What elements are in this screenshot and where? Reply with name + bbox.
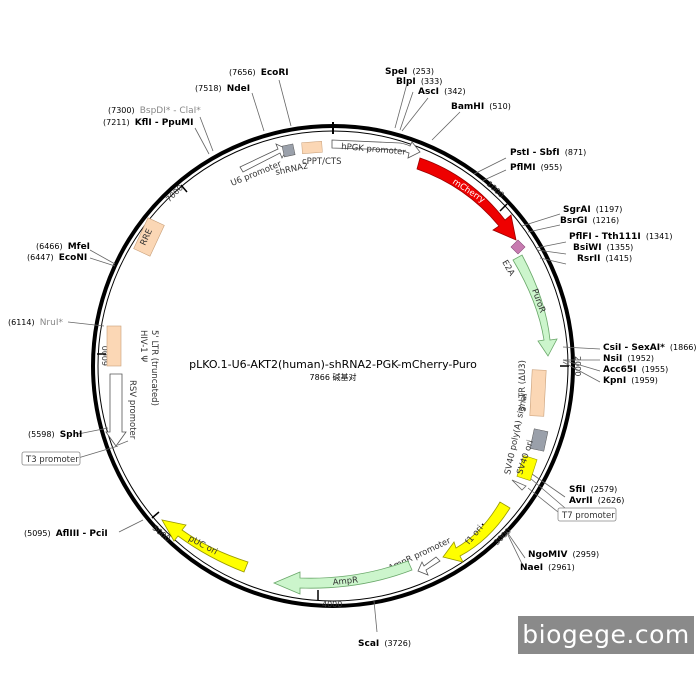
feature-cppt-cts[interactable]: cPPT/CTS	[301, 141, 342, 167]
feature-label: PuroR	[529, 288, 547, 315]
svg-text:ScaI (3726): ScaI (3726)	[358, 631, 411, 650]
feature-3ltr[interactable]: 3' LTR (ΔU3)	[518, 360, 547, 417]
feature-mcherry[interactable]: mCherry	[416, 157, 517, 241]
feature-label: AmpR	[332, 575, 358, 588]
feature-hiv1-psi: HIV-1 Ψ	[138, 330, 148, 362]
site-scai[interactable]: ScaI (3726)	[358, 631, 411, 650]
svg-text:PflMI (955): PflMI (955)	[510, 155, 562, 174]
site-bspdi-clai[interactable]: (7300) BspDI* - ClaI*	[108, 98, 201, 117]
svg-text:BlpI (333): BlpI (333)	[396, 69, 442, 88]
feature-ampr[interactable]: AmpR	[272, 560, 413, 595]
feature-label: cPPT/CTS	[302, 157, 342, 167]
site-pflfi-tth111i[interactable]: PflFI - Tth111I (1341)	[569, 224, 672, 243]
svg-text:NaeI (2961): NaeI (2961)	[520, 555, 575, 574]
primer-label: T7 promoter	[561, 511, 615, 521]
tick-label: 6000	[101, 346, 110, 366]
svg-text:KpnI (1959): KpnI (1959)	[603, 368, 658, 387]
site-ecori[interactable]: (7656) EcoRI	[229, 60, 289, 79]
site-nrui[interactable]: (6114) NruI*	[8, 310, 63, 329]
svg-text:(7211) KflI - PpuMI: (7211) KflI - PpuMI	[103, 110, 193, 129]
svg-text:AvrII (2626): AvrII (2626)	[569, 488, 624, 507]
scale-4000: 4000	[317, 590, 342, 609]
primer-label: T3 promoter	[25, 455, 79, 465]
scale-2000: 2000	[560, 356, 582, 376]
site-nsii[interactable]: NsiI (1952)	[603, 346, 654, 365]
svg-text:(6447) EcoNI: (6447) EcoNI	[27, 245, 87, 264]
svg-text:(7656) EcoRI: (7656) EcoRI	[229, 60, 289, 79]
svg-text:(6466) MfeI: (6466) MfeI	[36, 234, 90, 253]
svg-text:(5598) SphI: (5598) SphI	[28, 422, 82, 441]
site-bsiwi[interactable]: BsiWI (1355)	[573, 235, 633, 254]
site-kpni[interactable]: KpnI (1959)	[603, 368, 658, 387]
svg-text:(6114) NruI*: (6114) NruI*	[8, 310, 63, 329]
tick-label: 4000	[322, 600, 342, 609]
svg-text:RsrII (1415): RsrII (1415)	[577, 246, 632, 265]
svg-text:BsiWI (1355): BsiWI (1355)	[573, 235, 633, 254]
feature-label: 5' LTR (truncated)	[149, 330, 159, 406]
site-leaders	[67, 79, 601, 633]
site-pflmi[interactable]: PflMI (955)	[510, 155, 562, 174]
feature-label: 3' LTR (ΔU3)	[518, 360, 528, 412]
primer-t7-promoter[interactable]: T7 promoter	[511, 479, 617, 522]
svg-text:SgrAI (1197): SgrAI (1197)	[563, 197, 622, 216]
feature-rsv-promoter[interactable]: RSV promoter	[105, 373, 137, 447]
svg-text:CsiI - SexAI* (1866): CsiI - SexAI* (1866)	[603, 335, 697, 354]
site-blpi[interactable]: BlpI (333)	[396, 69, 442, 88]
svg-text:Acc65I (1955): Acc65I (1955)	[603, 357, 668, 376]
site-asci[interactable]: AscI (342)	[418, 79, 466, 98]
site-psti-sbfi[interactable]: PstI - SbfI (871)	[510, 140, 586, 159]
site-econi[interactable]: (6447) EcoNI	[27, 245, 87, 264]
scale-6000: 6000	[97, 346, 110, 366]
site-ndei[interactable]: (7518) NdeI	[195, 76, 250, 95]
watermark: biogege.com	[518, 616, 694, 654]
svg-text:SfiI (2579): SfiI (2579)	[569, 477, 617, 496]
feature-5ltr[interactable]: 5' LTR (truncated)	[106, 325, 159, 406]
site-mfei[interactable]: (6466) MfeI	[36, 234, 90, 253]
site-sfii[interactable]: SfiI (2579)	[569, 477, 617, 496]
tick-label: 2000	[573, 356, 582, 376]
site-bsrgi[interactable]: BsrGI (1216)	[560, 208, 619, 227]
svg-text:PstI - SbfI (871): PstI - SbfI (871)	[510, 140, 586, 159]
site-afliii-pcii[interactable]: (5095) AflIII - PciI	[24, 521, 108, 540]
svg-text:PflFI - Tth111I (1341): PflFI - Tth111I (1341)	[569, 224, 672, 243]
site-spei[interactable]: SpeI (253)	[385, 59, 434, 78]
site-acc65i[interactable]: Acc65I (1955)	[603, 357, 668, 376]
feature-rre[interactable]: RRE	[133, 217, 165, 257]
site-kfli-ppumi[interactable]: (7211) KflI - PpuMI	[103, 110, 193, 129]
site-naei[interactable]: NaeI (2961)	[520, 555, 575, 574]
svg-text:NsiI (1952): NsiI (1952)	[603, 346, 654, 365]
scale-7000: 7000	[164, 183, 188, 204]
feature-label: RSV promoter	[127, 380, 137, 440]
feature-puror[interactable]: PuroR	[512, 254, 558, 357]
site-bamhi[interactable]: BamHI (510)	[451, 94, 511, 113]
svg-text:(7300) BspDI* - ClaI*: (7300) BspDI* - ClaI*	[108, 98, 201, 117]
site-sphi[interactable]: (5598) SphI	[28, 422, 82, 441]
plasmid-size: 7866 碱基对	[310, 372, 357, 382]
feature-label: HIV-1 Ψ	[138, 330, 148, 362]
svg-text:NgoMIV (2959): NgoMIV (2959)	[528, 542, 599, 561]
svg-text:SpeI (253): SpeI (253)	[385, 59, 434, 78]
primer-t3-promoter[interactable]: T3 promoter	[21, 440, 129, 466]
site-csii-sexai[interactable]: CsiI - SexAI* (1866)	[603, 335, 697, 354]
svg-text:BamHI (510): BamHI (510)	[451, 94, 511, 113]
svg-text:(7518) NdeI: (7518) NdeI	[195, 76, 250, 95]
svg-text:(5095) AflIII - PciI: (5095) AflIII - PciI	[24, 521, 108, 540]
site-rsrii[interactable]: RsrII (1415)	[577, 246, 632, 265]
site-ngomiv[interactable]: NgoMIV (2959)	[528, 542, 599, 561]
plasmid-name: pLKO.1-U6-AKT2(human)-shRNA2-PGK-mCherry…	[189, 358, 477, 371]
feature-label: mCherry	[450, 177, 486, 205]
svg-text:BsrGI (1216): BsrGI (1216)	[560, 208, 619, 227]
site-avrii[interactable]: AvrII (2626)	[569, 488, 624, 507]
site-sgrai[interactable]: SgrAI (1197)	[563, 197, 622, 216]
svg-text:AscI (342): AscI (342)	[418, 79, 466, 98]
